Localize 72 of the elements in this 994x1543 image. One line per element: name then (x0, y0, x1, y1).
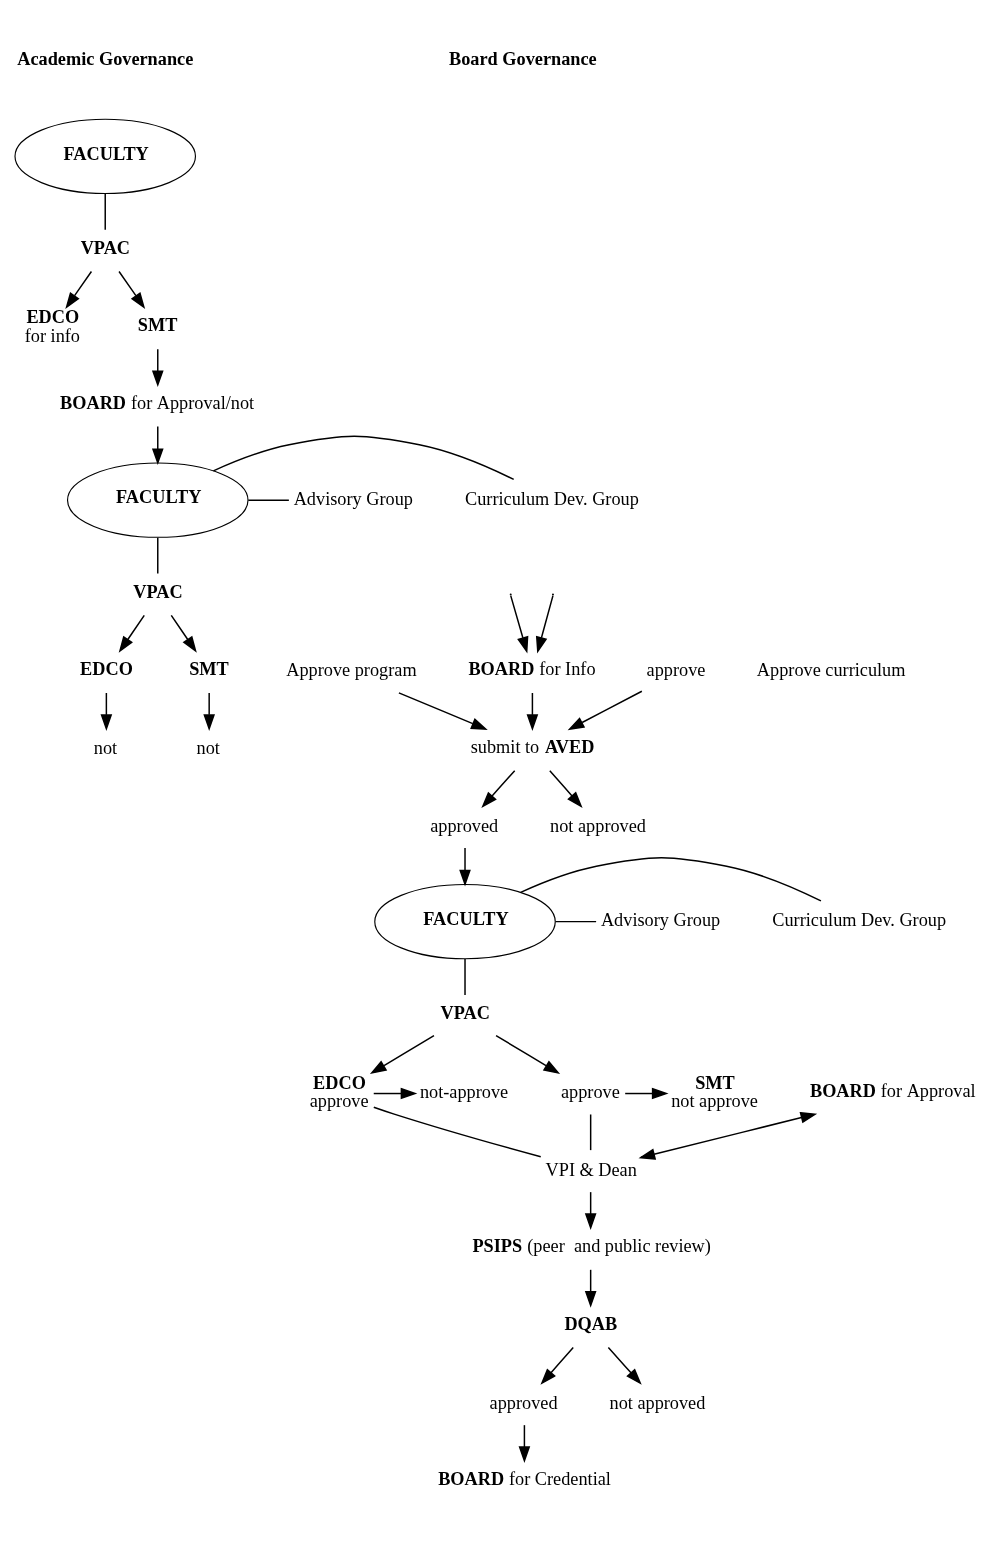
arrow (170, 614, 197, 653)
label: Academic Governance (17, 48, 194, 69)
connector (589, 1113, 592, 1151)
arrow (567, 690, 643, 730)
connector (157, 536, 159, 574)
arrow (535, 594, 554, 653)
arrow (584, 1190, 597, 1230)
arrow (151, 425, 164, 465)
node-text: SMT not approve (671, 1072, 758, 1111)
arrow (203, 691, 215, 731)
node-ellipse: FACULTY (14, 118, 197, 194)
node-text: VPAC (440, 1002, 490, 1023)
arrow (459, 846, 471, 887)
node-ellipse: FACULTY (66, 461, 249, 538)
arrow (638, 1111, 818, 1160)
connector (373, 1106, 542, 1157)
arrow (510, 594, 529, 653)
arrow (495, 1034, 561, 1074)
node-text: Approve curriculum (756, 659, 906, 680)
node-ellipse: FACULTY (374, 883, 556, 959)
node-text: VPI & Dean (545, 1159, 637, 1180)
node-text: not (93, 737, 118, 758)
arrow (549, 769, 583, 808)
arrow (584, 1268, 597, 1308)
arrow (398, 691, 488, 730)
node-text: BOARD for Credential (438, 1468, 611, 1489)
node-text: BOARD for Approval (809, 1080, 976, 1101)
arrow (151, 347, 164, 387)
connector (247, 498, 290, 501)
node-text: not-approve (419, 1081, 509, 1102)
node-text: PSIPS (peer and public review) (472, 1235, 711, 1256)
node-text: BOARD for Info (468, 658, 596, 679)
arrow (518, 1423, 531, 1463)
connector (554, 920, 597, 922)
node-text: Curriculum Dev. Group (772, 909, 947, 930)
node-text: Advisory Group (293, 488, 413, 508)
node-text: VPAC (133, 581, 183, 602)
node-text: VPAC (80, 237, 131, 258)
connector (519, 856, 822, 902)
node-text: EDCO approve (309, 1072, 369, 1111)
node-text: not (196, 737, 220, 758)
arrow (481, 769, 516, 808)
node-text: DQAB (564, 1313, 618, 1334)
arrow (373, 1087, 418, 1099)
connector (104, 192, 106, 230)
arrow (65, 270, 93, 309)
connector (212, 434, 515, 480)
node-text: approve (646, 659, 706, 680)
label: Board Governance (449, 48, 597, 69)
node-text: approved (430, 815, 499, 836)
arrow (540, 1346, 574, 1385)
connector (464, 957, 466, 996)
arrow (118, 270, 146, 309)
arrow (118, 614, 145, 653)
node-text: approve (560, 1081, 620, 1102)
node-text: Advisory Group (600, 909, 721, 930)
node-text: SMT (189, 658, 229, 679)
node-text: Approve program (286, 659, 417, 680)
node-text: submit to AVED (470, 736, 595, 757)
node-text: BOARD for Approval/not (60, 392, 255, 413)
node-text: EDCO (80, 658, 133, 679)
node-text: Curriculum Dev. Group (465, 488, 639, 508)
arrow (526, 691, 539, 731)
node-text: SMT (137, 314, 178, 335)
arrow (100, 691, 113, 731)
node-text: EDCO for info (24, 306, 80, 346)
arrow (369, 1034, 435, 1074)
node-text: not approved (609, 1392, 706, 1413)
node-text: approved (489, 1392, 558, 1413)
node-text: not approved (550, 815, 646, 836)
arrow (607, 1346, 642, 1385)
arrow (624, 1087, 669, 1099)
